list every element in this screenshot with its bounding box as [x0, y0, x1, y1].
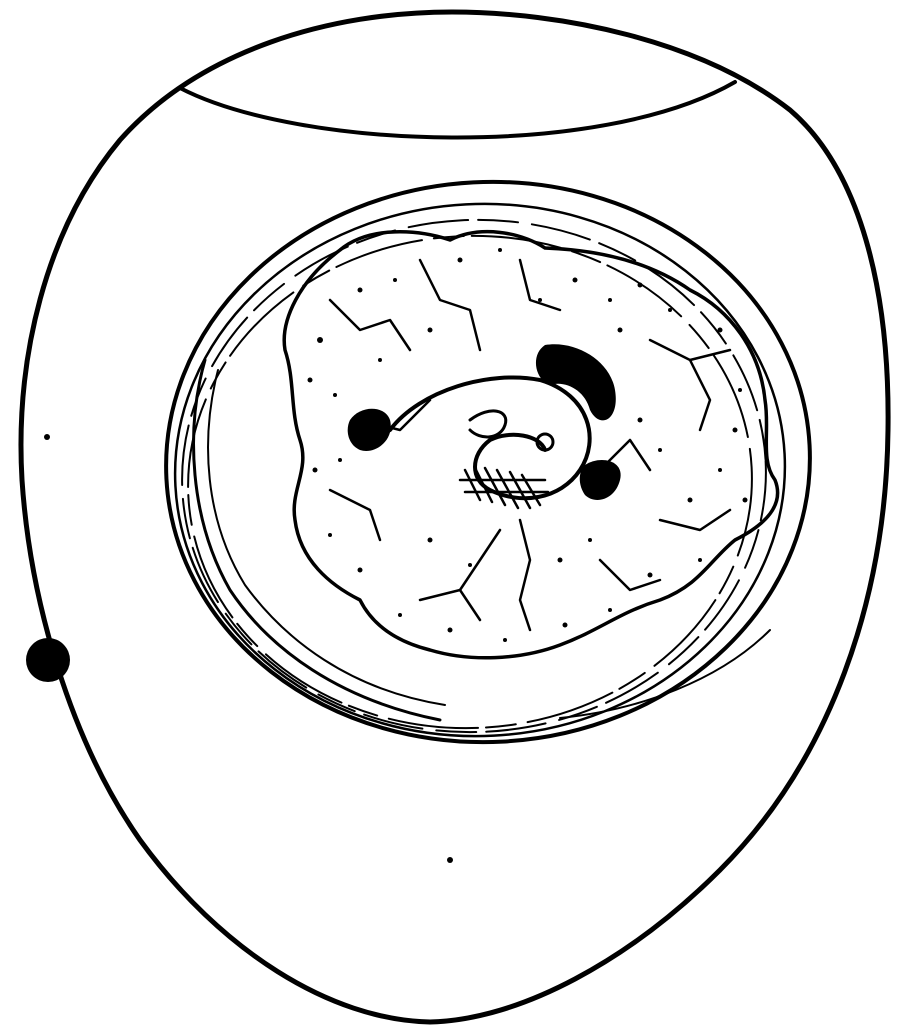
embryo-dark-shading [536, 344, 616, 420]
air-cell-boundary [180, 82, 735, 138]
eggshell-outline [21, 12, 888, 1022]
yolk-membrane-rings [152, 166, 824, 759]
shell-spot [26, 638, 70, 682]
embryo-mass [284, 232, 777, 658]
embryo-striations [460, 468, 548, 508]
speck-bottom [447, 857, 453, 863]
speck-left [44, 434, 50, 440]
